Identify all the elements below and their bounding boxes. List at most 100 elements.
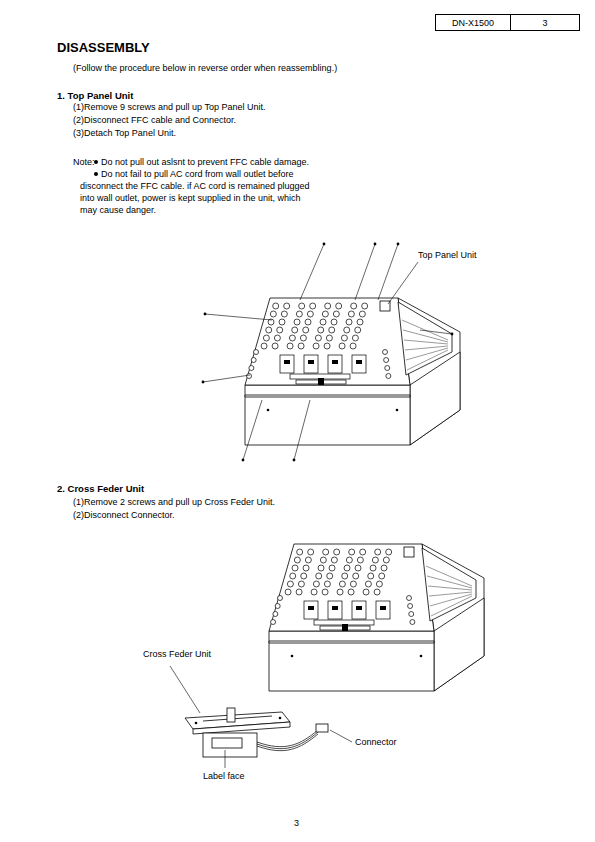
screw-dot	[204, 313, 207, 316]
knob	[296, 589, 302, 595]
knob	[350, 343, 356, 349]
knob	[294, 557, 300, 563]
body-text: (3)Detach Top Panel Unit.	[73, 127, 176, 139]
knob	[348, 589, 354, 595]
knob	[247, 374, 252, 379]
knob	[368, 573, 374, 579]
knob	[407, 596, 412, 601]
knob	[308, 549, 314, 555]
leader-line	[330, 730, 352, 742]
screw-hole	[396, 409, 399, 412]
knob	[346, 319, 352, 325]
knob	[289, 335, 295, 341]
knob	[318, 565, 324, 571]
knob	[322, 311, 328, 317]
screw-hole	[267, 409, 270, 412]
crossfader-knob	[318, 378, 324, 385]
knob	[320, 557, 326, 563]
header-text: DN-X1500	[452, 18, 494, 28]
knob	[274, 335, 280, 341]
knob	[376, 581, 382, 587]
body-text: Note:	[73, 156, 95, 168]
vent-line	[429, 592, 472, 596]
knob	[299, 303, 305, 309]
channel-fader	[328, 601, 342, 619]
vent-line	[406, 348, 448, 360]
knob	[278, 596, 283, 601]
knob	[329, 565, 335, 571]
vent-line	[430, 594, 472, 606]
vent-line	[427, 576, 472, 588]
front-face	[269, 631, 434, 691]
knob	[383, 557, 389, 563]
screw-dot	[451, 333, 454, 336]
header-cell: DN-X1500	[435, 14, 511, 31]
knob	[296, 311, 302, 317]
knob	[326, 335, 332, 341]
knob	[370, 565, 376, 571]
knob	[313, 581, 319, 587]
body-text: (1)Remove 9 screws and pull up Top Panel…	[73, 101, 265, 113]
knob	[273, 303, 279, 309]
knob	[355, 565, 361, 571]
leader-line	[355, 244, 375, 300]
fader-knob	[356, 606, 362, 610]
knob	[349, 549, 355, 555]
leader-line	[243, 400, 262, 460]
knob	[300, 335, 306, 341]
knob	[301, 573, 307, 579]
knob	[362, 303, 368, 309]
knob	[285, 589, 291, 595]
meter-square	[380, 301, 390, 311]
body-text: (1)Remove 2 screws and pull up Cross Fed…	[73, 496, 275, 508]
body-text: (Follow the procedure below in reverse o…	[73, 62, 337, 74]
knob	[297, 549, 303, 555]
channel-fader	[304, 355, 318, 373]
knob	[266, 327, 272, 333]
knob	[279, 319, 285, 325]
fader-knob	[356, 360, 362, 364]
screw-dot	[397, 243, 400, 246]
knob	[298, 581, 304, 587]
leader-line	[225, 750, 226, 768]
fader-knob	[284, 360, 290, 364]
knob	[271, 620, 276, 625]
knob	[352, 335, 358, 341]
knob	[359, 311, 365, 317]
vent-line	[405, 346, 448, 350]
screw-dot	[242, 459, 245, 462]
knob	[334, 549, 340, 555]
knob	[320, 319, 326, 325]
knob	[357, 557, 363, 563]
knob	[324, 343, 330, 349]
leader-line	[388, 262, 418, 304]
knob	[315, 335, 321, 341]
knob	[327, 573, 333, 579]
knob	[385, 366, 390, 371]
knob	[275, 604, 280, 609]
cross-fader-unit	[185, 708, 328, 757]
knob	[357, 319, 363, 325]
knob	[344, 565, 350, 571]
knob	[313, 343, 319, 349]
knob	[322, 589, 328, 595]
knob	[365, 581, 371, 587]
part-label: Label face	[203, 770, 245, 782]
knob	[384, 358, 389, 363]
knob	[311, 589, 317, 595]
knob	[379, 573, 385, 579]
knob	[303, 565, 309, 571]
fader-knob	[308, 606, 314, 610]
front-trim	[269, 641, 434, 643]
knob	[353, 573, 359, 579]
knob	[307, 311, 313, 317]
leader-line	[420, 330, 452, 334]
knob	[339, 581, 345, 587]
channel-fader	[376, 601, 390, 619]
section-heading: 2. Cross Feder Unit	[57, 483, 144, 495]
front-trim	[245, 395, 410, 397]
part-label: Connector	[355, 736, 397, 748]
channel-fader	[352, 355, 366, 373]
front-face	[245, 385, 410, 445]
knob	[374, 589, 380, 595]
